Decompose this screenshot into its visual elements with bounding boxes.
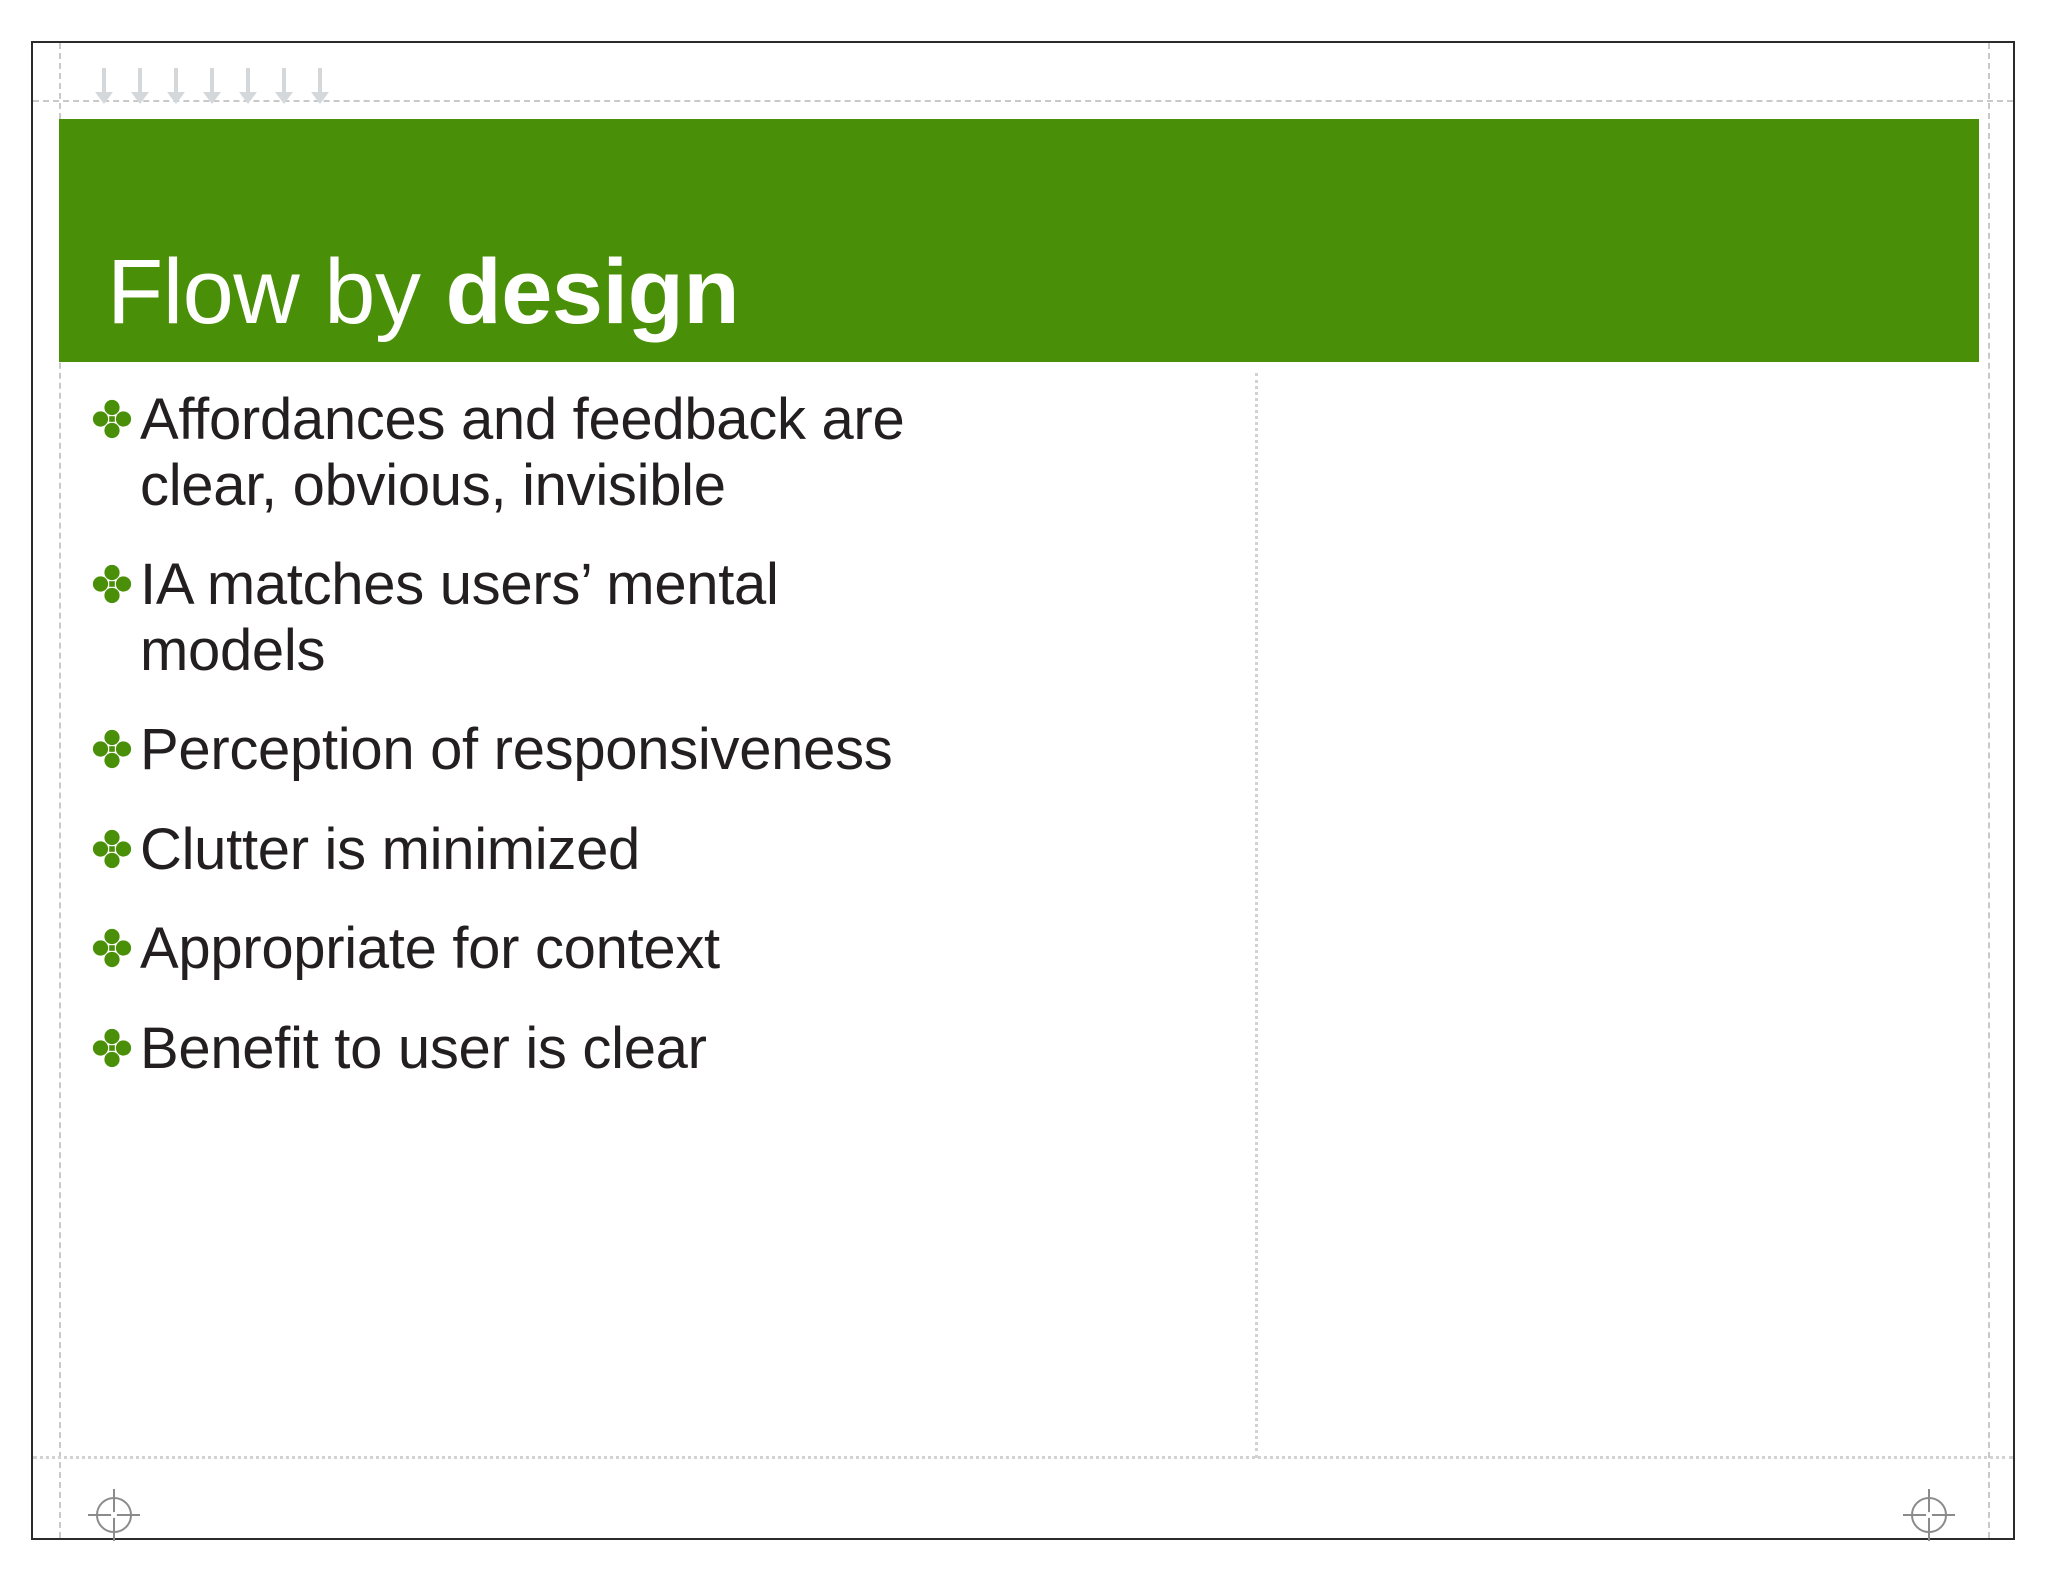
four-petal-clover-bullet-icon — [88, 558, 136, 610]
list-item: Appropriate for context — [88, 916, 1238, 982]
slide-title-banner: Flow by design — [59, 119, 1979, 362]
list-item-label: Appropriate for context — [140, 916, 720, 982]
four-petal-clover-bullet-icon — [88, 723, 136, 775]
registration-mark-left — [88, 1489, 140, 1541]
list-item: Affordances and feedback are clear, obvi… — [88, 387, 1238, 518]
page-title-light-part: Flow by — [107, 241, 446, 343]
bullet-list: Affordances and feedback are clear, obvi… — [88, 387, 1238, 1115]
slide-frame: Flow by design Affordances and feedback … — [31, 41, 2015, 1541]
list-item-label: IA matches users’ mental models — [140, 552, 779, 683]
down-arrow-icon — [95, 68, 113, 104]
list-item-label: Clutter is minimized — [140, 816, 640, 882]
page-title-bold-part: design — [445, 241, 740, 343]
four-petal-clover-bullet-icon — [88, 823, 136, 875]
registration-mark-right — [1903, 1489, 1955, 1541]
guide-line-right — [1988, 43, 1990, 1538]
list-item: Perception of responsiveness — [88, 717, 1238, 783]
list-item: Benefit to user is clear — [88, 1016, 1238, 1082]
down-arrow-icon — [239, 68, 257, 104]
list-item-label: Affordances and feedback are clear, obvi… — [140, 387, 905, 518]
down-arrow-ornament-strip — [91, 68, 333, 104]
down-arrow-icon — [275, 68, 293, 104]
list-item: IA matches users’ mental models — [88, 552, 1238, 683]
list-item-label: Benefit to user is clear — [140, 1015, 707, 1081]
four-petal-clover-bullet-icon — [88, 1022, 136, 1074]
four-petal-clover-bullet-icon — [88, 393, 136, 445]
down-arrow-icon — [167, 68, 185, 104]
guide-line-column-divider — [1255, 373, 1258, 1458]
page-title: Flow by design — [59, 246, 740, 362]
down-arrow-icon — [311, 68, 329, 104]
list-item: Clutter is minimized — [88, 817, 1238, 883]
guide-line-bottom — [33, 1456, 2013, 1459]
down-arrow-icon — [131, 68, 149, 104]
list-item-label: Perception of responsiveness — [140, 717, 893, 783]
four-petal-clover-bullet-icon — [88, 922, 136, 974]
down-arrow-icon — [203, 68, 221, 104]
